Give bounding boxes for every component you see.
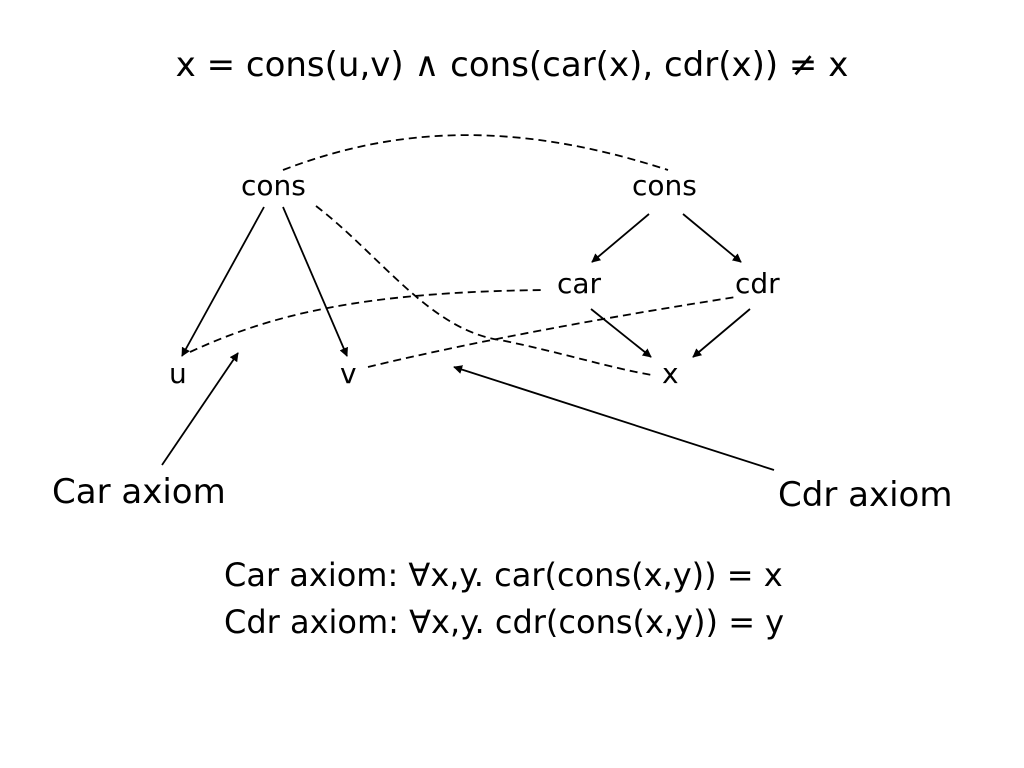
equivalence-cons-cons — [282, 134, 669, 171]
edge-cons-to-car — [591, 213, 650, 263]
car-axiom-label: Car axiom — [52, 472, 226, 512]
node-cons-left: cons — [241, 169, 306, 202]
cdr-axiom-label: Cdr axiom — [778, 475, 953, 515]
node-cons-right: cons — [632, 169, 697, 202]
edge-cdr-to-x — [692, 308, 751, 358]
node-v: v — [340, 357, 357, 390]
edge-car-to-x — [590, 308, 652, 358]
car-axiom-arrow — [161, 352, 239, 466]
cdr-axiom-arrow — [453, 365, 775, 471]
cdr-axiom-definition: Cdr axiom: ∀x,y. cdr(cons(x,y)) = y — [224, 603, 785, 641]
node-u: u — [169, 357, 187, 390]
node-cdr: cdr — [735, 267, 780, 300]
node-x: x — [662, 357, 679, 390]
equivalence-u-car — [189, 289, 546, 353]
car-axiom-definition: Car axiom: ∀x,y. car(cons(x,y)) = x — [224, 556, 783, 594]
equivalence-v-cdr — [367, 296, 737, 368]
equivalence-cons-x — [315, 205, 653, 376]
edge-cons-to-v — [282, 206, 348, 357]
edge-cons-to-u — [181, 206, 265, 357]
node-car: car — [557, 267, 602, 300]
equation-title: x = cons(u,v) ∧ cons(car(x), cdr(x)) ≠ x — [175, 45, 849, 85]
edge-cons-to-cdr — [682, 213, 742, 263]
